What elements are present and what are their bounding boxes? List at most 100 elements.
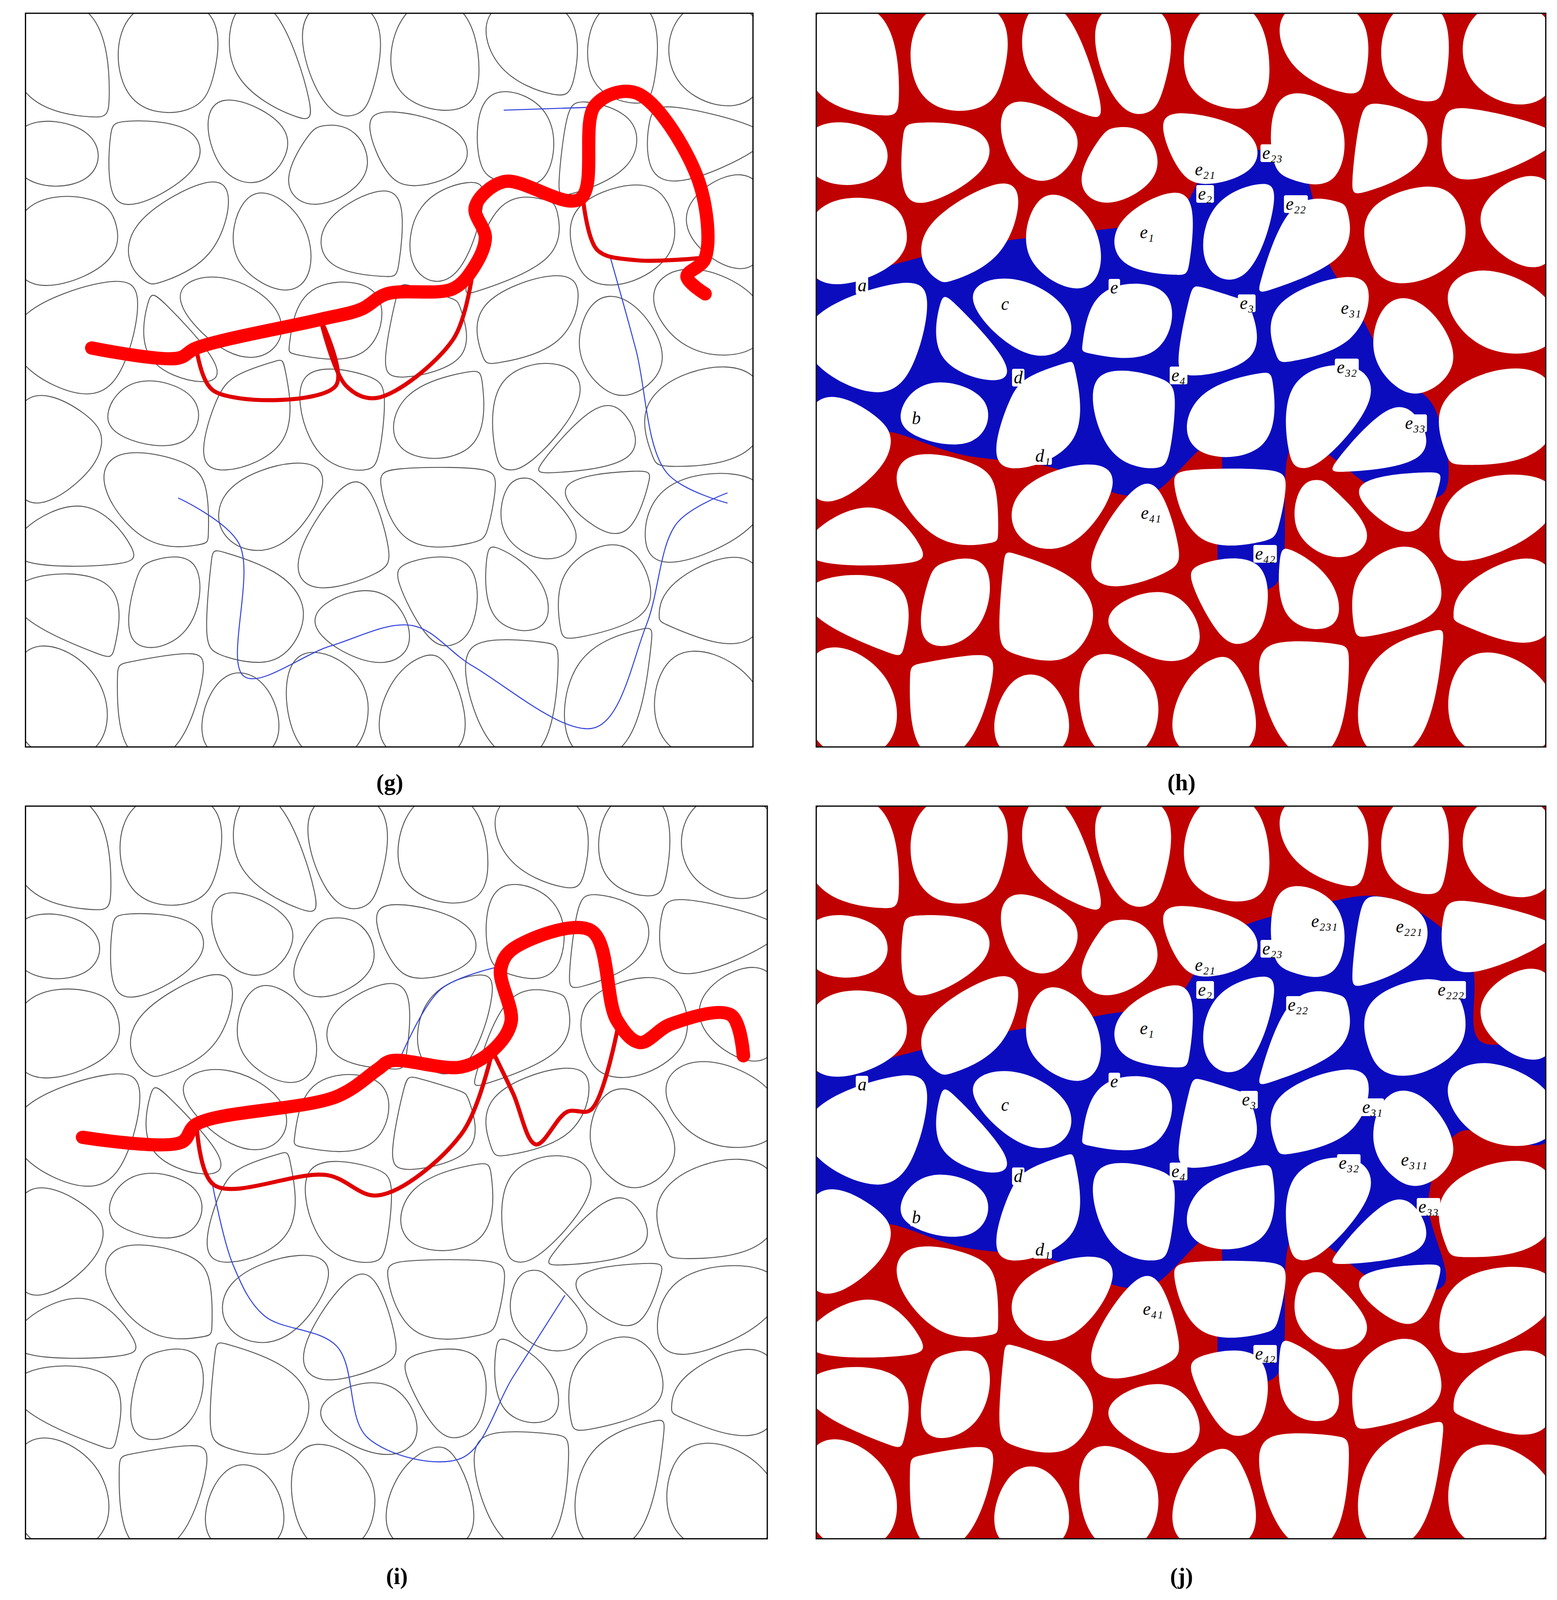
grain bbox=[1093, 370, 1175, 468]
flow-path bbox=[177, 492, 728, 729]
grain bbox=[1373, 1090, 1454, 1186]
grain-outline bbox=[25, 1073, 140, 1187]
flow-path bbox=[503, 107, 596, 111]
grain bbox=[1095, 806, 1172, 907]
grain-outline bbox=[109, 1173, 202, 1238]
grain bbox=[1359, 472, 1441, 532]
grain bbox=[1022, 13, 1102, 117]
grain bbox=[816, 1367, 909, 1448]
grain bbox=[1270, 1069, 1369, 1155]
pore-label: c bbox=[999, 295, 1011, 313]
grain-outline bbox=[565, 471, 650, 534]
grain bbox=[816, 647, 897, 747]
grain-outline bbox=[25, 989, 120, 1078]
grain-outline bbox=[387, 1259, 505, 1340]
pore-label: e₂₂ bbox=[1286, 996, 1310, 1014]
grain bbox=[1364, 979, 1466, 1076]
grain-outline bbox=[210, 1342, 310, 1455]
grain-outline bbox=[294, 1074, 390, 1152]
grain-outline bbox=[548, 1197, 648, 1266]
main-flow-path bbox=[82, 927, 744, 1145]
grain bbox=[1279, 13, 1368, 94]
grain bbox=[1294, 479, 1368, 557]
grain bbox=[901, 122, 990, 203]
pore-label: d bbox=[1012, 1167, 1025, 1186]
grain-outline bbox=[477, 275, 579, 364]
grain-outline bbox=[25, 13, 110, 117]
grain-outline bbox=[25, 121, 99, 187]
grain-outline bbox=[654, 651, 754, 747]
grain bbox=[896, 1246, 998, 1337]
grain-outline bbox=[130, 1348, 204, 1440]
pore-label: e₄ bbox=[1169, 1162, 1188, 1181]
grain bbox=[1439, 1266, 1546, 1353]
grain-outline bbox=[222, 1255, 329, 1343]
grain-outline bbox=[485, 547, 549, 631]
grain-outline bbox=[494, 1339, 559, 1423]
grain bbox=[994, 674, 1070, 747]
pore-label: e₃₁ bbox=[1339, 299, 1364, 317]
panel-caption: (h) bbox=[1165, 771, 1198, 795]
pore-label: e₄₂ bbox=[1253, 544, 1278, 563]
grain-outline bbox=[465, 639, 559, 747]
pore-label: e₄₁ bbox=[1141, 1300, 1166, 1318]
pore-label: e₃ bbox=[1240, 1090, 1258, 1109]
grain bbox=[1114, 192, 1193, 275]
grain-outline bbox=[105, 1244, 213, 1339]
grain-outline bbox=[657, 1265, 768, 1355]
grain bbox=[1352, 896, 1428, 986]
grain-outline bbox=[559, 101, 638, 195]
grain bbox=[1480, 176, 1546, 268]
grain bbox=[1174, 1260, 1286, 1338]
grain-outline bbox=[390, 13, 480, 111]
grain bbox=[1441, 900, 1546, 973]
grain bbox=[921, 183, 1019, 283]
grain-outline bbox=[293, 917, 375, 997]
panel-frame bbox=[25, 13, 754, 747]
grain-outline bbox=[659, 899, 768, 974]
grain-outline bbox=[380, 467, 496, 548]
pore-label: e₂₃ bbox=[1260, 144, 1285, 163]
grain-outline bbox=[203, 360, 290, 471]
grain-outline bbox=[119, 1445, 207, 1539]
grain bbox=[1172, 1448, 1256, 1539]
grain bbox=[1026, 194, 1102, 289]
grain-outline bbox=[128, 181, 229, 284]
grain bbox=[1448, 652, 1546, 747]
grain-outline bbox=[558, 544, 651, 639]
grain bbox=[1279, 806, 1368, 887]
grain-outline bbox=[119, 806, 222, 906]
pore-label: e₂₂₁ bbox=[1394, 917, 1424, 936]
grain-outline bbox=[538, 405, 636, 473]
grain bbox=[999, 552, 1094, 661]
grain bbox=[910, 806, 1009, 904]
grain-outline bbox=[405, 1348, 487, 1438]
panel-image bbox=[816, 13, 1546, 747]
grain bbox=[1359, 1264, 1441, 1324]
grain bbox=[1447, 270, 1546, 354]
grain bbox=[1438, 368, 1546, 465]
grain bbox=[816, 13, 900, 116]
pore-label: e₄₂ bbox=[1253, 1344, 1278, 1363]
panel-content bbox=[25, 13, 754, 747]
grain bbox=[1186, 1165, 1275, 1250]
grain-outline bbox=[671, 1349, 768, 1436]
grain bbox=[1178, 286, 1257, 376]
pore-label: a bbox=[855, 276, 869, 295]
grain bbox=[1183, 806, 1270, 902]
grain-outline bbox=[376, 904, 477, 978]
grain bbox=[1278, 548, 1340, 630]
grain-outline bbox=[501, 1155, 592, 1263]
grain bbox=[896, 454, 998, 545]
grain bbox=[1364, 186, 1466, 284]
grain bbox=[1011, 1256, 1113, 1341]
grain-outline bbox=[25, 1365, 122, 1449]
pore-label: e₃₁ bbox=[1360, 1098, 1385, 1117]
grain-outline bbox=[397, 556, 478, 646]
grain-outline bbox=[291, 1444, 375, 1539]
grain-outline bbox=[666, 1443, 768, 1539]
grain-outline bbox=[303, 1274, 397, 1380]
grain-outline bbox=[211, 892, 293, 976]
grain bbox=[1183, 13, 1270, 109]
